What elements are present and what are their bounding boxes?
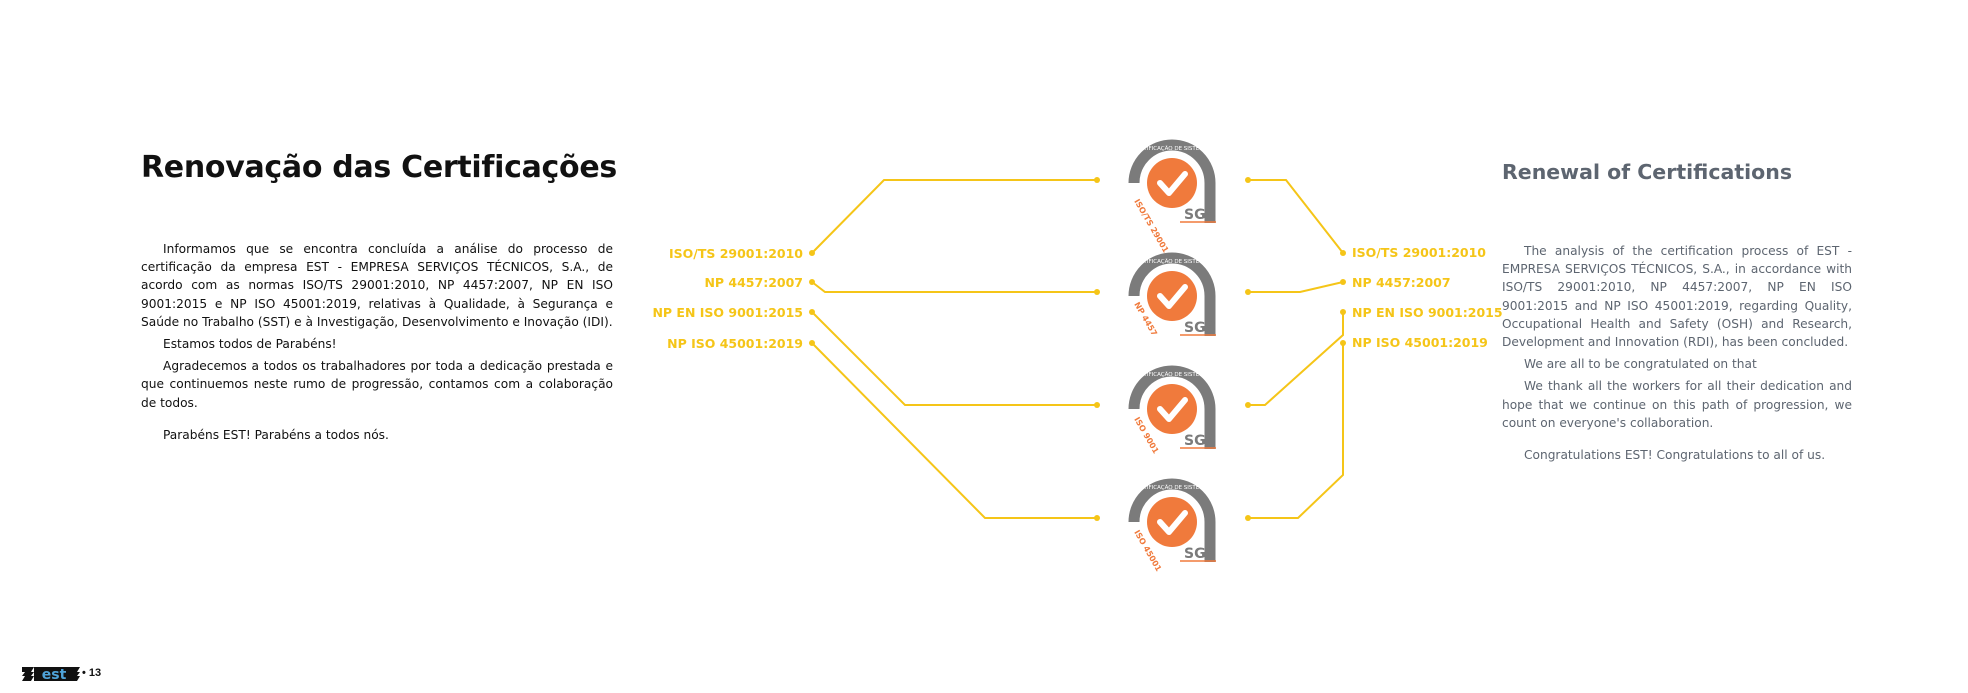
check-icon [1157, 171, 1188, 196]
badge-arc-text: CERTIFICAÇÃO DE SISTEMAS [1133, 371, 1212, 378]
connector-lines [811, 179, 1344, 519]
standards-right-list: ISO/TS 29001:2010 NP 4457:2007 NP EN ISO… [1352, 245, 1503, 350]
sgs-badge-np-4457: CERTIFICAÇÃO DE SISTEMAS NP 4457 SGS [1128, 252, 1216, 338]
badge-arc [1128, 252, 1216, 336]
badge-arc [1128, 365, 1216, 449]
pt-paragraph-4: Parabéns EST! Parabéns a todos nós. [163, 427, 389, 442]
page-number: • 13 [82, 667, 101, 679]
badge-arc-text: CERTIFICAÇÃO DE SISTEMAS [1133, 145, 1212, 152]
est-logo-bar [34, 667, 74, 681]
page-title-en: Renewal of Certifications [1502, 160, 1793, 184]
en-paragraph-4: Congratulations EST! Congratulations to … [1524, 448, 1826, 463]
check-icon [1157, 284, 1188, 309]
badge-disc [1147, 497, 1197, 547]
sgs-badge-iso-ts-29001: CERTIFICAÇÃO DE SISTEMAS ISO/TS 29001 SG… [1128, 139, 1216, 255]
est-logo: est [22, 667, 80, 683]
sgs-logo-text: SGS [1184, 320, 1216, 336]
standard-left-3: NP EN ISO 9001:2015 [652, 305, 803, 320]
badge-arc-text: CERTIFICAÇÃO DE SISTEMAS [1133, 258, 1212, 265]
en-paragraph-1: The analysis of the certification proces… [1502, 244, 1852, 350]
standards-left-list: ISO/TS 29001:2010 NP 4457:2007 NP EN ISO… [652, 246, 803, 351]
est-logo-text: est [42, 667, 67, 683]
en-paragraph-2: We are all to be congratulated on that [1524, 357, 1757, 372]
standard-right-4: NP ISO 45001:2019 [1352, 335, 1488, 350]
standard-left-4: NP ISO 45001:2019 [667, 336, 803, 351]
page-separator: • [82, 667, 86, 679]
est-logo-left-mark [22, 667, 34, 681]
sgs-logo-text: SGS [1184, 433, 1216, 449]
page-number-value: 13 [88, 667, 102, 679]
badge-disc [1147, 271, 1197, 321]
standard-left-1: ISO/TS 29001:2010 [669, 246, 803, 261]
badge-disc [1147, 384, 1197, 434]
standard-left-2: NP 4457:2007 [704, 275, 803, 290]
badge-disc [1147, 158, 1197, 208]
page-title-pt: Renovação das Certificações [141, 150, 617, 185]
standard-right-2: NP 4457:2007 [1352, 275, 1451, 290]
sgs-logo-text: SGS [1184, 207, 1216, 223]
en-paragraph-3: We thank all the workers for all their d… [1502, 379, 1852, 430]
check-icon [1157, 397, 1188, 422]
sgs-badge-iso-45001: CERTIFICAÇÃO DE SISTEMAS ISO 45001 SGS [1128, 478, 1216, 573]
body-text-en: The analysis of the certification proces… [1502, 242, 1852, 468]
pt-paragraph-2: Estamos todos de Parabéns! [163, 337, 337, 352]
sgs-logo-text: SGS [1184, 546, 1216, 562]
sgs-badge-iso-9001: CERTIFICAÇÃO DE SISTEMAS ISO 9001 SGS [1128, 365, 1216, 456]
badge-arc [1128, 139, 1216, 223]
badge-arc-text: CERTIFICAÇÃO DE SISTEMAS [1133, 484, 1212, 491]
check-icon [1157, 510, 1188, 535]
body-text-pt: Informamos que se encontra concluída a a… [141, 240, 613, 448]
standard-right-1: ISO/TS 29001:2010 [1352, 245, 1486, 260]
pt-paragraph-3: Agradecemos a todos os trabalhadores por… [141, 359, 613, 410]
pt-paragraph-1: Informamos que se encontra concluída a a… [141, 242, 613, 329]
badge-arc [1128, 478, 1216, 562]
connector-dots [809, 177, 1346, 521]
est-logo-right-mark [74, 667, 80, 681]
standard-right-3: NP EN ISO 9001:2015 [1352, 305, 1503, 320]
